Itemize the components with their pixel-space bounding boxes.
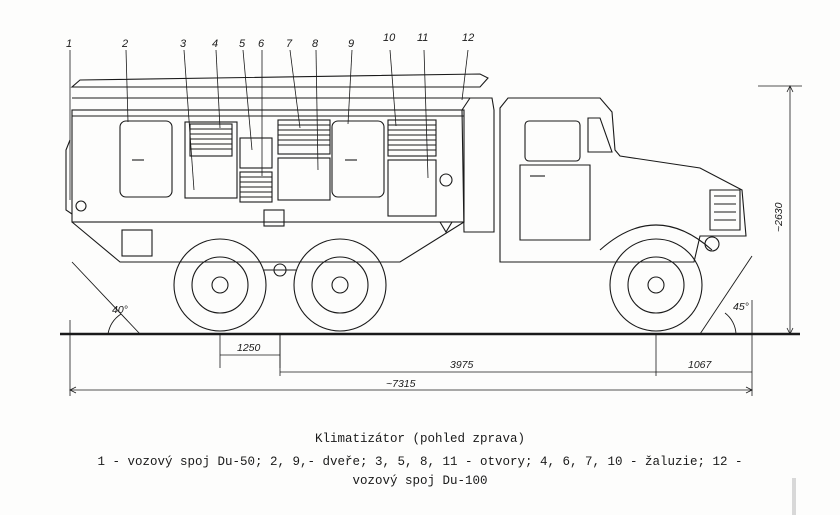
- connector-12: [461, 97, 495, 233]
- dim-angle-rear: 40°: [112, 304, 128, 316]
- door-2: [119, 120, 173, 198]
- part-leaders: [69, 49, 469, 200]
- body-box: [70, 73, 489, 263]
- scan-edge: [792, 478, 796, 515]
- connector-1: [75, 200, 87, 212]
- opening-5: [239, 137, 273, 169]
- dim-angle-front: 45°: [733, 301, 749, 313]
- part-label: 5: [239, 38, 246, 50]
- louver-7: [277, 119, 331, 155]
- opening-11: [387, 159, 437, 217]
- part-label: 3: [180, 38, 187, 50]
- opening-8: [277, 157, 331, 201]
- part-label: 2: [121, 38, 128, 50]
- caption-line1: 1 - vozový spoj Du-50; 2, 9,- dveře; 3, …: [97, 455, 743, 469]
- part-label: 12: [462, 32, 474, 44]
- dimension-lines: [69, 85, 802, 396]
- part-label: 7: [286, 38, 293, 50]
- wheel-rear-2: [293, 238, 387, 332]
- wheel-front: [609, 238, 703, 332]
- battery-box: [121, 229, 153, 257]
- dim-height: ~2630: [773, 202, 785, 232]
- part-label: 4: [212, 38, 218, 50]
- part-label: 6: [258, 38, 265, 50]
- part-label: 8: [312, 38, 319, 50]
- caption-title: Klimatizátor (pohled zprava): [314, 432, 526, 446]
- part-label: 10: [383, 32, 396, 44]
- louver-6: [239, 171, 273, 203]
- dim-wheelbase-rear: 1250: [237, 342, 261, 354]
- part-label: 11: [417, 32, 428, 44]
- box-small: [263, 209, 285, 227]
- part-label: 9: [348, 38, 354, 50]
- part-labels: 1 2 3 4 5 6 7 8 9 10 11 12: [66, 32, 474, 50]
- door-9: [331, 120, 385, 198]
- dim-overall-length: ~7315: [386, 378, 416, 390]
- caption-line2: vozový spoj Du-100: [352, 474, 488, 488]
- dim-wheelbase-front: 3975: [450, 359, 474, 371]
- part-label: 1: [66, 38, 72, 50]
- opening-3: [184, 121, 238, 199]
- wheel-rear-1: [173, 238, 267, 332]
- dim-front-overhang: 1067: [688, 359, 713, 371]
- cab: [499, 97, 747, 263]
- louver-4: [189, 123, 233, 157]
- louver-10: [387, 119, 437, 157]
